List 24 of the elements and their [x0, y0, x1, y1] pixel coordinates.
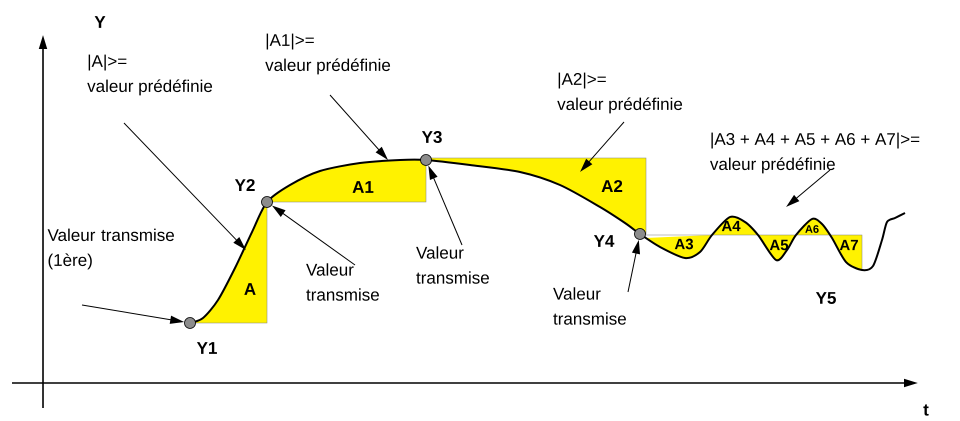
callout-text: |A3 + A4 + A5 + A6 + A7|>= valeur prédéfinie — [710, 132, 920, 174]
shaded-area: A5 — [758, 234, 796, 260]
axis-label: Y — [94, 16, 106, 28]
callout-text: Valeur transmise (1ère) — [48, 228, 174, 270]
point-label: Y2 — [234, 179, 255, 191]
shaded-area: A4 — [712, 216, 758, 236]
shaded-area: A2 — [426, 158, 646, 234]
point-label: Y5 — [816, 292, 836, 304]
callout-text: Valeur transmise — [306, 263, 379, 301]
shaded-area: A6 — [796, 218, 832, 236]
point-label: Y4 — [594, 235, 614, 247]
point-marker — [634, 228, 646, 240]
callout-text: |A|>= valeur prédéfinie — [87, 54, 212, 96]
callout-text: |A1|>= valeur prédéfinie — [265, 34, 390, 74]
shaded-area: A7 — [830, 234, 862, 270]
point-label: Y1 — [196, 342, 217, 354]
point-label: Y3 — [422, 130, 442, 144]
callout-text: Valeur transmise — [553, 287, 626, 325]
shaded-area: A — [190, 202, 268, 324]
callout-text: Valeur transmise — [416, 246, 489, 284]
shaded-area: A3 — [646, 234, 712, 258]
callout-text: |A2|>= valeur prédéfinie — [557, 72, 682, 114]
shaded-area: A1 — [266, 160, 426, 202]
axis-label: t — [923, 404, 929, 416]
